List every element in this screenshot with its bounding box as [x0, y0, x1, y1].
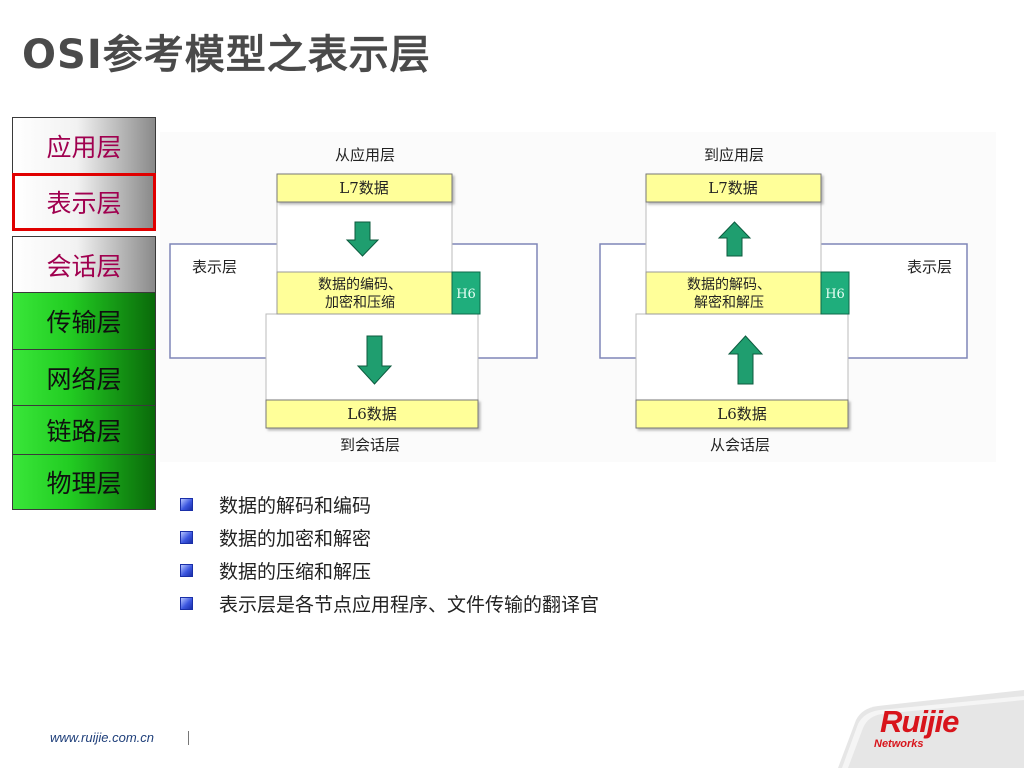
- bottom-label: 从会话层: [710, 436, 770, 454]
- layer-label: 会话层: [46, 251, 122, 281]
- page-title: OSI参考模型之表示层: [22, 32, 431, 78]
- list-item: 数据的压缩和解压: [180, 554, 599, 587]
- l6-data-label: L6数据: [717, 405, 767, 423]
- h6-header-label: H6: [456, 287, 476, 302]
- process-line-1: 数据的解码、: [687, 277, 771, 293]
- layer-label: 表示层: [46, 189, 122, 218]
- top-label: 到应用层: [704, 146, 764, 164]
- l7-data-label: L7数据: [339, 179, 389, 197]
- l7-data-box: [645, 173, 822, 203]
- l6-data-box: [635, 399, 849, 429]
- layer-session[interactable]: 会话层: [12, 236, 156, 293]
- square-bullet-icon: [180, 498, 193, 511]
- process-box: [276, 271, 453, 315]
- layer-label: 链路层: [46, 417, 122, 446]
- ruijie-logo: Ruijie Networks: [838, 690, 1024, 768]
- right-panel: 表示层 到应用层 L7数据 数据的解码、 解密和解压 H6 L6数据 从会话层: [599, 146, 968, 454]
- down-arrow-icon: [356, 335, 393, 385]
- logo-swoosh-icon: [838, 690, 1024, 768]
- l7-data-box: [276, 173, 453, 203]
- layer-datalink[interactable]: 链路层: [12, 405, 156, 455]
- square-bullet-icon: [180, 597, 193, 610]
- logo-subtitle: Networks: [874, 738, 924, 750]
- layer-presentation[interactable]: 表示层: [12, 173, 156, 231]
- bullet-text: 数据的压缩和解压: [219, 561, 372, 583]
- up-arrow-icon: [717, 221, 752, 257]
- list-item: 表示层是各节点应用程序、文件传输的翻译官: [180, 587, 599, 620]
- layer-label: 网络层: [46, 364, 122, 394]
- logo-wordmark: Ruijie: [880, 704, 959, 739]
- presentation-layer-diagram: 表示层 从应用层 L7数据 数据的编码、 加密和压缩 H6 L6数据 到会话层 …: [169, 146, 968, 454]
- bottom-label: 到会话层: [340, 436, 400, 454]
- top-label: 从应用层: [335, 146, 395, 164]
- square-bullet-icon: [180, 531, 193, 544]
- layer-label: 物理层: [46, 469, 122, 498]
- process-box: [645, 271, 822, 315]
- h6-header-box: [820, 271, 850, 315]
- bullet-text: 表示层是各节点应用程序、文件传输的翻译官: [219, 594, 600, 616]
- footer-url[interactable]: www.ruijie.com.cn: [50, 730, 155, 745]
- bullet-list: 数据的解码和编码 数据的加密和解密 数据的压缩和解压 表示层是各节点应用程序、文…: [180, 488, 599, 620]
- square-bullet-icon: [180, 564, 193, 577]
- h6-header-label: H6: [825, 287, 845, 302]
- footer-divider: [188, 731, 189, 745]
- bullet-text: 数据的解码和编码: [219, 495, 372, 517]
- bullet-text: 数据的加密和解密: [219, 528, 372, 550]
- list-item: 数据的解码和编码: [180, 488, 599, 521]
- down-arrow-icon: [345, 221, 380, 257]
- side-label: 表示层: [192, 258, 237, 276]
- layer-application[interactable]: 应用层: [12, 117, 156, 174]
- process-line-2: 解密和解压: [694, 294, 764, 311]
- side-label: 表示层: [907, 258, 952, 276]
- l6-data-box: [265, 399, 479, 429]
- layer-physical[interactable]: 物理层: [12, 454, 156, 510]
- left-panel: 表示层 从应用层 L7数据 数据的编码、 加密和压缩 H6 L6数据 到会话层: [169, 146, 538, 454]
- up-arrow-icon: [727, 335, 764, 385]
- layer-label: 应用层: [46, 132, 122, 162]
- list-item: 数据的加密和解密: [180, 521, 599, 554]
- process-line-1: 数据的编码、: [318, 277, 402, 293]
- layer-network[interactable]: 网络层: [12, 349, 156, 406]
- h6-header-box: [451, 271, 481, 315]
- layer-label: 传输层: [46, 308, 122, 337]
- process-line-2: 加密和压缩: [325, 294, 395, 311]
- l6-data-label: L6数据: [347, 405, 397, 423]
- l7-data-label: L7数据: [708, 179, 758, 197]
